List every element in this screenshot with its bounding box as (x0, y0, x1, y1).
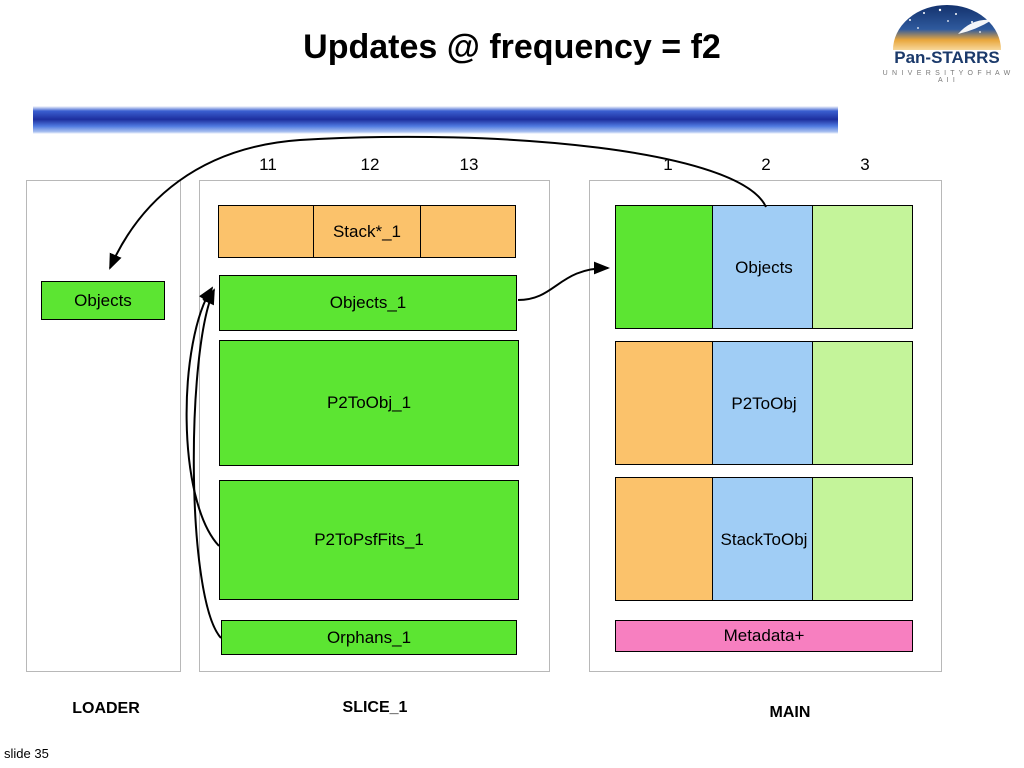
loader-box-objects[interactable]: Objects (41, 281, 165, 320)
slice-column-number-12: 12 (360, 155, 380, 174)
slice-row-p2toobj[interactable]: P2ToObj_1 (219, 340, 519, 466)
main-column-number-3: 3 (860, 155, 870, 174)
main-row-metadata[interactable]: Metadata+ (615, 620, 913, 652)
slice-stack-segment-11[interactable] (218, 205, 314, 258)
main-p2toobj-segment-1[interactable] (615, 341, 713, 465)
slide-footer: slide 35 (4, 746, 49, 761)
slice-stack-segment-12[interactable] (313, 205, 421, 258)
panel-label-loader: LOADER (72, 700, 140, 717)
slice-stack-segment-13[interactable] (420, 205, 516, 258)
logo-graphic (891, 3, 1003, 51)
slice-row-orphans[interactable]: Orphans_1 (221, 620, 517, 655)
title-divider-bar (33, 106, 838, 134)
page-title: Updates @ frequency = f2 (303, 28, 721, 66)
panel-label-main: MAIN (769, 704, 811, 721)
logo-wordmark: Pan-STARRS (894, 48, 1000, 67)
main-column-number-1: 1 (663, 155, 673, 174)
panel-loader (26, 180, 181, 672)
main-stacktoobj-segment-3[interactable] (812, 477, 913, 601)
slice-row-p2topsffits[interactable]: P2ToPsfFits_1 (219, 480, 519, 600)
main-stacktoobj-segment-2[interactable] (712, 477, 813, 601)
main-objects-segment-2[interactable] (712, 205, 813, 329)
pan-starrs-logo: Pan-STARRS U N I V E R S I T Y O F H A W… (880, 3, 1014, 88)
main-stacktoobj-segment-1[interactable] (615, 477, 713, 601)
main-objects-segment-3[interactable] (812, 205, 913, 329)
logo-subtitle: U N I V E R S I T Y O F H A W A I I (882, 70, 1012, 84)
main-p2toobj-segment-2[interactable] (712, 341, 813, 465)
slice-column-number-11: 11 (259, 155, 277, 174)
main-p2toobj-segment-3[interactable] (812, 341, 913, 465)
slice-row-objects[interactable]: Objects_1 (219, 275, 517, 331)
main-objects-segment-1[interactable] (615, 205, 713, 329)
slice-column-number-13: 13 (459, 155, 479, 174)
panel-label-slice: SLICE_1 (342, 699, 408, 716)
main-column-number-2: 2 (761, 155, 771, 174)
